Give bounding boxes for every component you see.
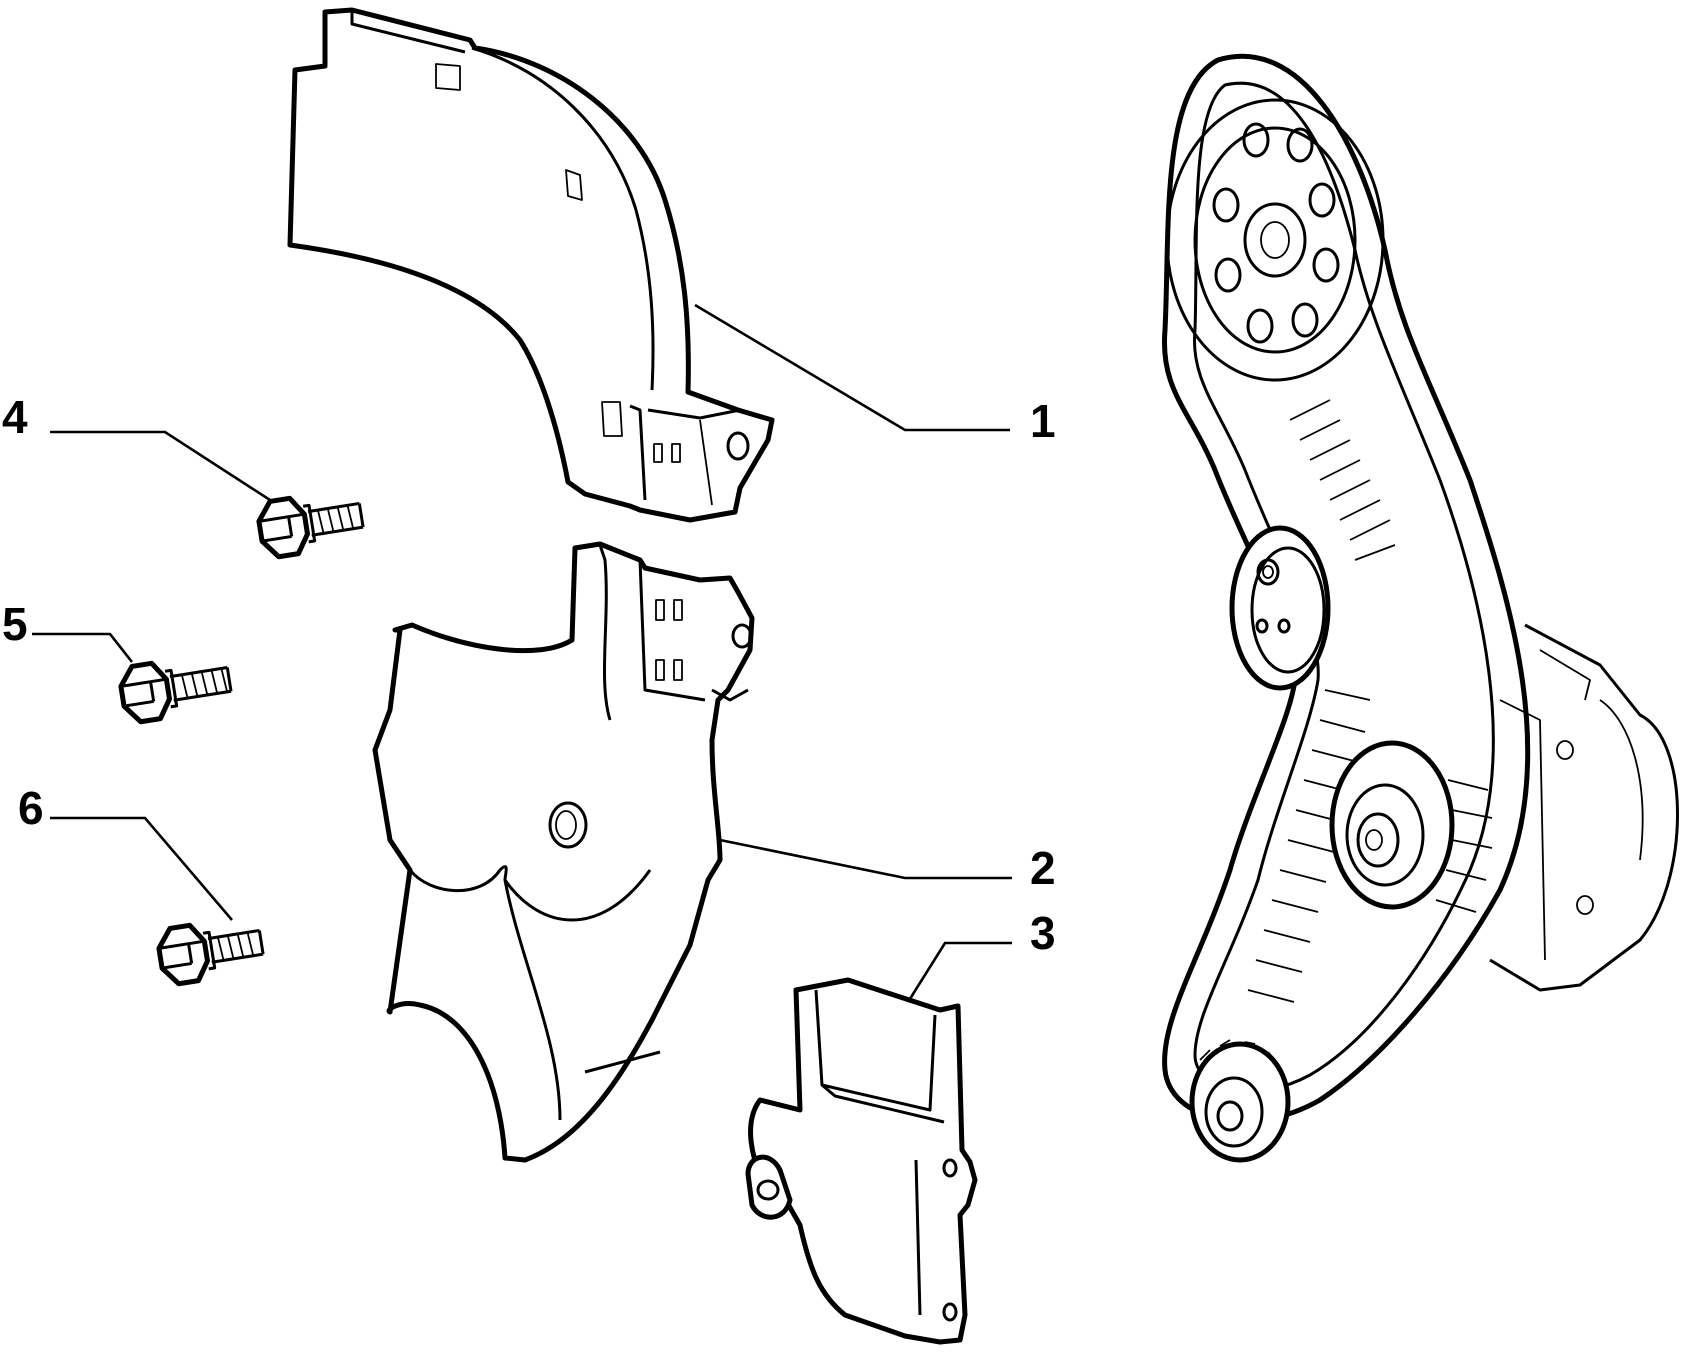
camshaft-pulley xyxy=(1165,98,1385,382)
idler-pulley xyxy=(1329,740,1455,910)
flange-bolt-6 xyxy=(156,922,265,987)
crankshaft-pulley xyxy=(1189,1039,1291,1163)
leader-2 xyxy=(719,838,1012,880)
callout-labels: 1 2 3 4 5 6 xyxy=(2,391,1056,959)
upper-timing-cover xyxy=(287,7,775,523)
leader-6 xyxy=(50,816,233,921)
timing-belt-assembly xyxy=(1161,53,1679,1163)
leader-3 xyxy=(906,941,1012,1003)
callout-1: 1 xyxy=(1030,395,1056,447)
flange-bolt-5 xyxy=(118,660,233,725)
callout-5: 5 xyxy=(2,598,28,650)
leader-5 xyxy=(32,632,134,663)
leader-1 xyxy=(694,303,1010,432)
leader-lines xyxy=(32,303,1012,1003)
leader-4 xyxy=(50,430,271,502)
lower-timing-cover xyxy=(372,541,755,1163)
flange-bolt-4 xyxy=(256,495,365,560)
callout-3: 3 xyxy=(1030,907,1056,959)
cover-bracket xyxy=(745,977,978,1345)
tensioner-pulley xyxy=(1229,525,1331,691)
callout-2: 2 xyxy=(1030,842,1056,894)
callout-4: 4 xyxy=(2,391,28,443)
callout-6: 6 xyxy=(18,782,44,834)
